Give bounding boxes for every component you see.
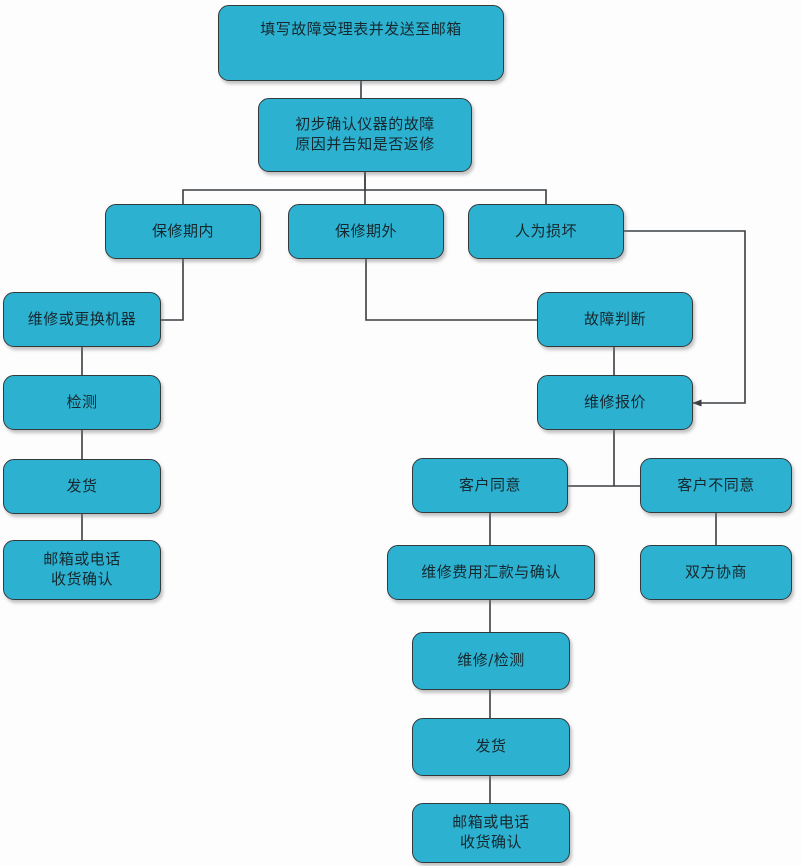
connector-n4-to-n7: [365, 259, 537, 321]
connector-n2-to-n3: [182, 172, 366, 204]
connector-n3-to-n6: [161, 259, 184, 321]
flow-node-n12[interactable]: 客户不同意: [640, 458, 792, 513]
connector-n9-to-n11: [568, 430, 615, 487]
flow-node-n18[interactable]: 邮箱或电话 收货确认: [412, 803, 570, 863]
flow-node-n8[interactable]: 检测: [3, 375, 161, 430]
flow-node-n17[interactable]: 发货: [412, 718, 570, 776]
flow-node-n1[interactable]: 填写故障受理表并发送至邮箱: [218, 5, 504, 81]
flow-node-n13[interactable]: 邮箱或电话 收货确认: [3, 540, 161, 600]
flow-node-n2[interactable]: 初步确认仪器的故障 原因并告知是否返修: [258, 98, 472, 172]
flow-node-n15[interactable]: 双方协商: [640, 545, 792, 600]
connector-n2-to-n5: [365, 189, 547, 204]
flow-node-n5[interactable]: 人为损坏: [468, 204, 624, 259]
flow-node-n4[interactable]: 保修期外: [288, 204, 444, 259]
flow-node-n6[interactable]: 维修或更换机器: [3, 292, 161, 347]
flow-node-n14[interactable]: 维修费用汇款与确认: [387, 545, 595, 600]
flow-node-n7[interactable]: 故障判断: [537, 292, 693, 347]
flow-node-n16[interactable]: 维修/检测: [412, 632, 570, 690]
flow-node-n10[interactable]: 发货: [3, 459, 161, 514]
flow-node-n9[interactable]: 维修报价: [537, 375, 693, 430]
flow-node-n3[interactable]: 保修期内: [105, 204, 261, 259]
flow-node-n11[interactable]: 客户同意: [412, 458, 568, 513]
connector-lines: [81, 81, 746, 803]
